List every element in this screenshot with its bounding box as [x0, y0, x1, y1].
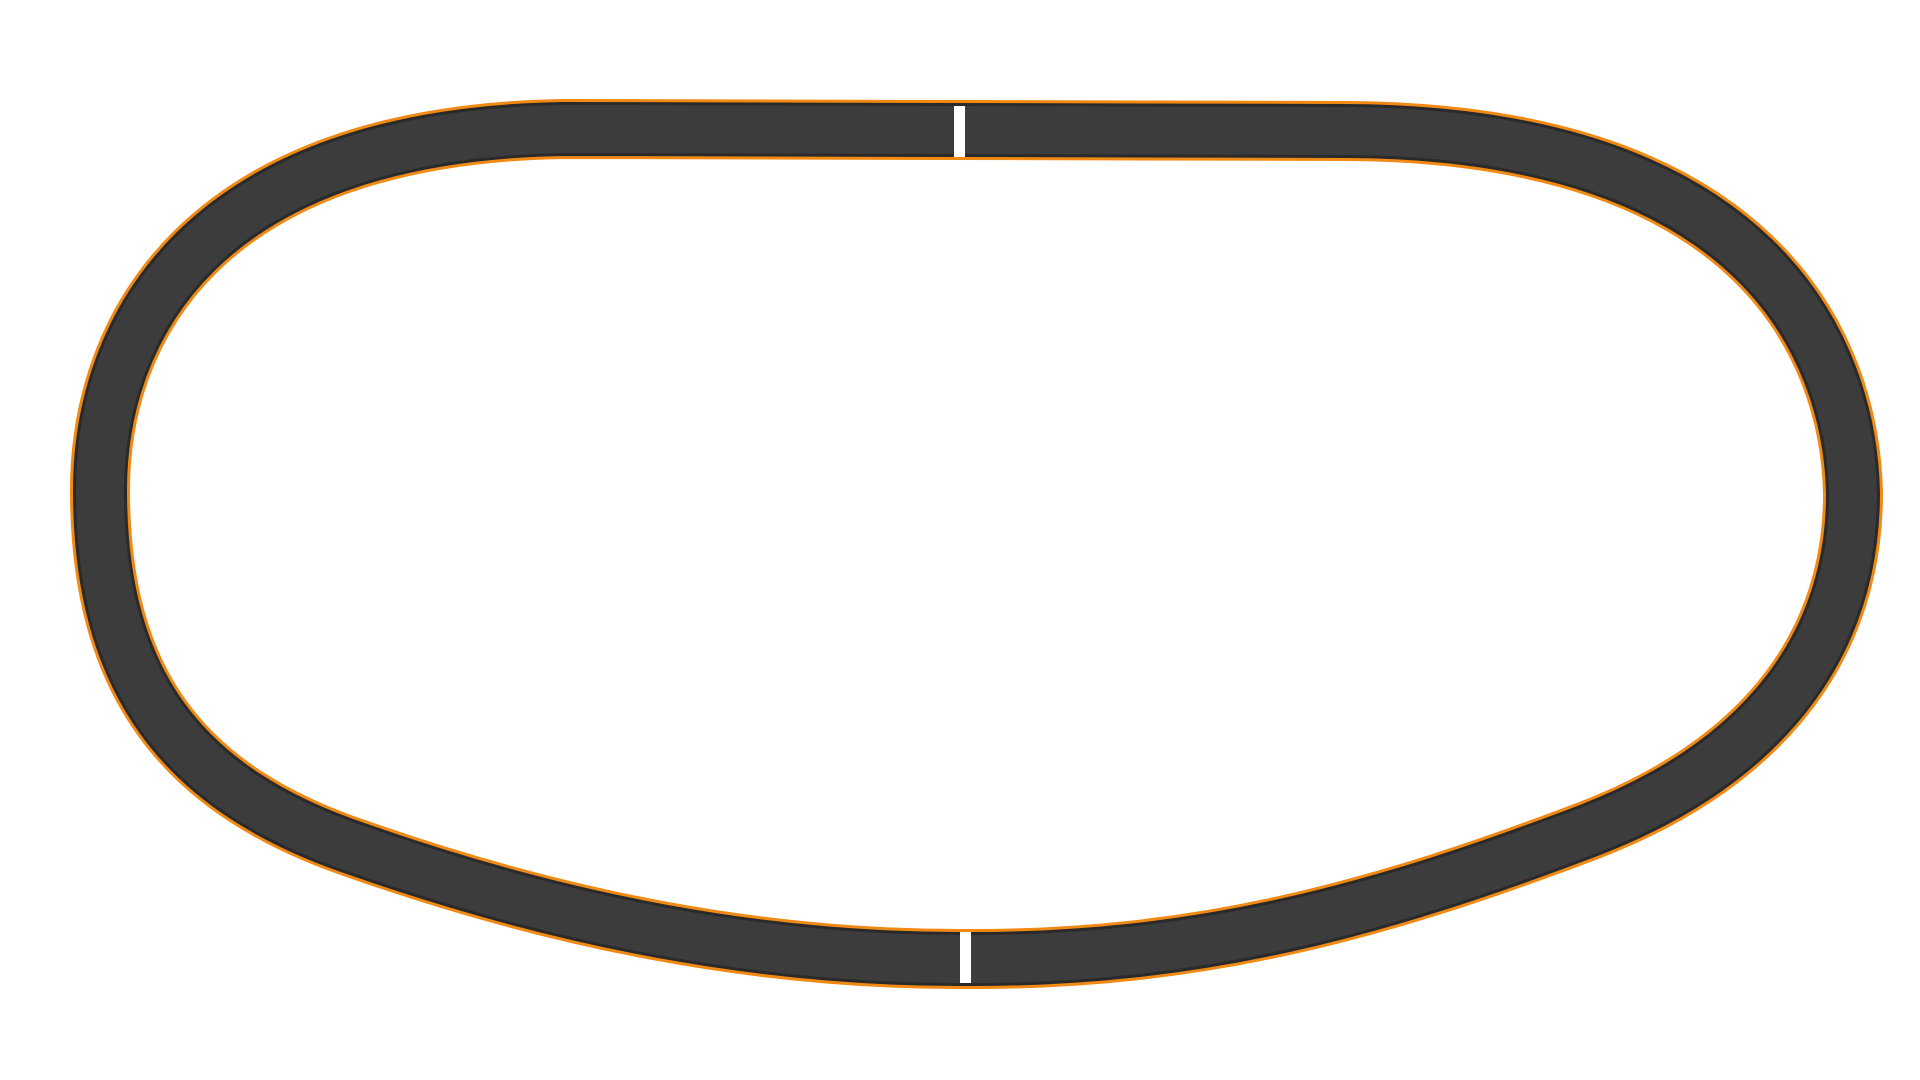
track-surface — [76, 105, 1877, 984]
sector-marker — [960, 932, 971, 983]
start-finish-line — [954, 106, 965, 157]
